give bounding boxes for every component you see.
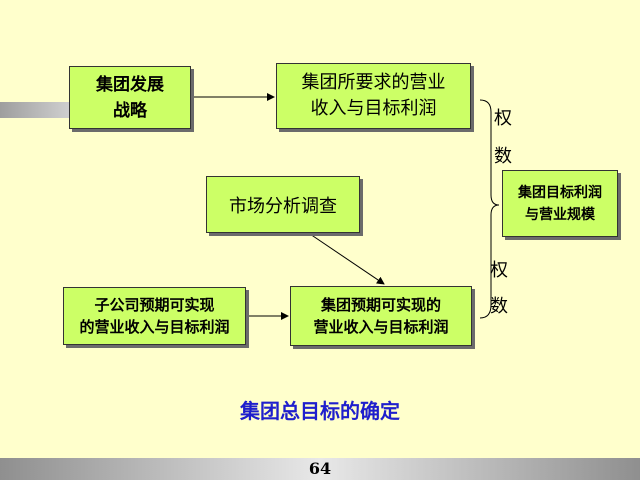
market-analysis-box: 市场分析调查 [206,176,360,233]
target-profit-scale-box: 集团目标利润 与营业规模 [502,170,618,237]
curly-brace [479,99,500,319]
slide-title: 集团总目标的确定 [240,399,400,423]
target-profit-scale-label: 集团目标利润 与营业规模 [518,184,602,223]
group-strategy-box: 集团发展 战略 [69,66,191,129]
subsidiary-expected-label: 子公司预期可实现 的营业收入与目标利润 [79,296,230,336]
weight-char-upper-1: 权 [494,108,512,129]
group-required-revenue-label: 集团所要求的营业 收入与目标利润 [301,72,446,119]
group-required-revenue-box: 集团所要求的营业 收入与目标利润 [276,63,471,129]
group-strategy-label: 集团发展 战略 [96,74,164,121]
group-expected-box: 集团预期可实现的 营业收入与目标利润 [290,286,472,346]
market-analysis-label: 市场分析调查 [229,195,337,217]
group-expected-label: 集团预期可实现的 营业收入与目标利润 [313,296,449,336]
footer-bar [0,458,640,480]
arrow-market-to-group-expected [309,233,385,285]
decorative-left-bar [0,102,70,118]
weight-char-lower-1: 权 [490,260,508,281]
page-number: 64 [308,459,332,478]
weight-char-lower-2: 数 [490,296,508,317]
subsidiary-expected-box: 子公司预期可实现 的营业收入与目标利润 [63,287,246,345]
weight-char-upper-2: 数 [494,146,512,167]
